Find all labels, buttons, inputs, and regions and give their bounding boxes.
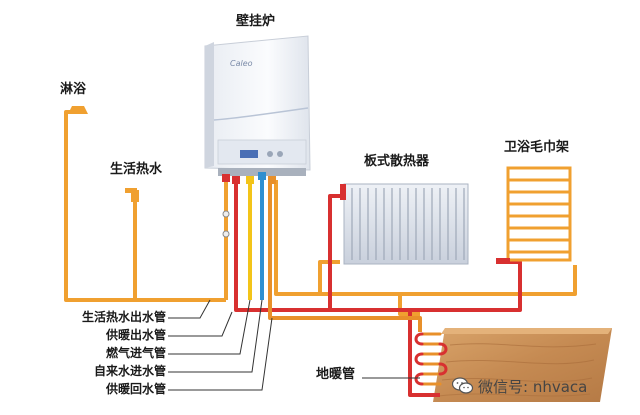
watermark-text: 微信号: nhvaca — [478, 378, 588, 396]
towel-rack — [506, 166, 572, 262]
pipe-label-heating-return: 供暖回水管 — [105, 382, 166, 396]
pipe-label-heating-supply: 供暖出水管 — [105, 328, 166, 342]
radiator-label: 板式散热器 — [364, 154, 430, 169]
panel-radiator — [340, 183, 469, 265]
shower-head-icon — [68, 106, 88, 114]
hot-water-label: 生活热水 — [110, 162, 163, 177]
wechat-icon — [452, 377, 474, 394]
heating-return-pipe — [268, 178, 422, 332]
faucet-icon — [125, 188, 139, 202]
pipe-label-gas-inlet: 燃气进气管 — [105, 346, 166, 360]
floor-heating-coil — [414, 332, 448, 386]
pipe-label-hot-water-outlet: 生活热水出水管 — [81, 310, 166, 324]
pipe-label-leaders — [168, 299, 420, 391]
towel-rack-label: 卫浴毛巾架 — [504, 140, 570, 155]
floor-heating-label: 地暖管 — [316, 367, 356, 382]
hot-water-pipe — [64, 110, 577, 316]
wall-boiler — [204, 35, 311, 238]
wood-floor — [433, 328, 612, 402]
towel-rack-valve — [496, 258, 510, 264]
shower-label: 淋浴 — [60, 82, 87, 97]
boiler-label: 壁挂炉 — [236, 14, 276, 29]
pipe-label-cold-water-inlet: 自来水进水管 — [93, 364, 166, 378]
boiler-brand-text: Caleo — [230, 59, 253, 68]
